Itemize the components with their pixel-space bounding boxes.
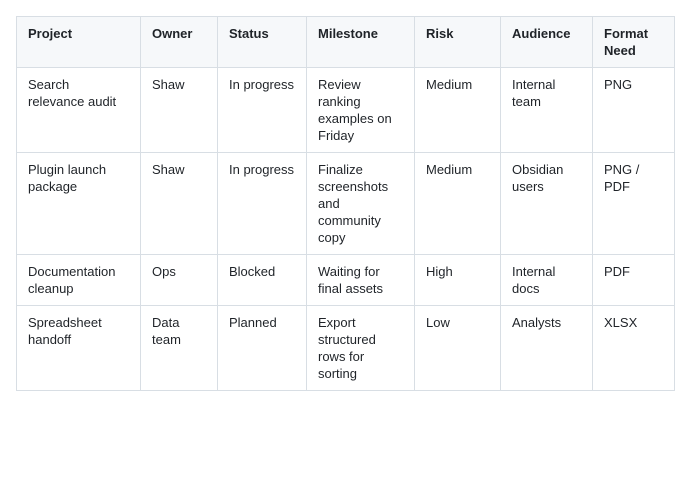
cell-owner: Shaw: [140, 152, 218, 255]
cell-milestone: Review ranking examples on Friday: [306, 67, 415, 153]
cell-milestone: Waiting for final assets: [306, 254, 415, 306]
cell-owner: Ops: [140, 254, 218, 306]
cell-risk: Medium: [414, 67, 501, 153]
cell-risk: Low: [414, 305, 501, 391]
table-row: Plugin launch package Shaw In progress F…: [16, 152, 675, 255]
cell-project: Plugin launch package: [16, 152, 141, 255]
cell-audience: Internal team: [500, 67, 593, 153]
cell-status: Planned: [217, 305, 307, 391]
cell-project: Spreadsheet handoff: [16, 305, 141, 391]
header-status: Status: [217, 16, 307, 68]
cell-status: In progress: [217, 67, 307, 153]
table-row: Search relevance audit Shaw In progress …: [16, 67, 675, 153]
table-header-row: Project Owner Status Milestone Risk Audi…: [16, 16, 675, 68]
header-milestone: Milestone: [306, 16, 415, 68]
header-audience: Audience: [500, 16, 593, 68]
table-container: Project Owner Status Milestone Risk Audi…: [16, 16, 675, 391]
cell-owner: Data team: [140, 305, 218, 391]
cell-project: Search relevance audit: [16, 67, 141, 153]
cell-risk: High: [414, 254, 501, 306]
header-format-need: Format Need: [592, 16, 675, 68]
header-project: Project: [16, 16, 141, 68]
cell-status: Blocked: [217, 254, 307, 306]
cell-format-need: PNG / PDF: [592, 152, 675, 255]
table-row: Spreadsheet handoff Data team Planned Ex…: [16, 305, 675, 391]
cell-milestone: Finalize screenshots and community copy: [306, 152, 415, 255]
table-row: Documentation cleanup Ops Blocked Waitin…: [16, 254, 675, 306]
cell-status: In progress: [217, 152, 307, 255]
cell-audience: Analysts: [500, 305, 593, 391]
cell-format-need: XLSX: [592, 305, 675, 391]
cell-audience: Internal docs: [500, 254, 593, 306]
cell-audience: Obsidian users: [500, 152, 593, 255]
header-risk: Risk: [414, 16, 501, 68]
header-owner: Owner: [140, 16, 218, 68]
cell-risk: Medium: [414, 152, 501, 255]
cell-project: Documentation cleanup: [16, 254, 141, 306]
cell-format-need: PNG: [592, 67, 675, 153]
cell-owner: Shaw: [140, 67, 218, 153]
cell-format-need: PDF: [592, 254, 675, 306]
cell-milestone: Export structured rows for sorting: [306, 305, 415, 391]
project-table: Project Owner Status Milestone Risk Audi…: [16, 16, 675, 391]
